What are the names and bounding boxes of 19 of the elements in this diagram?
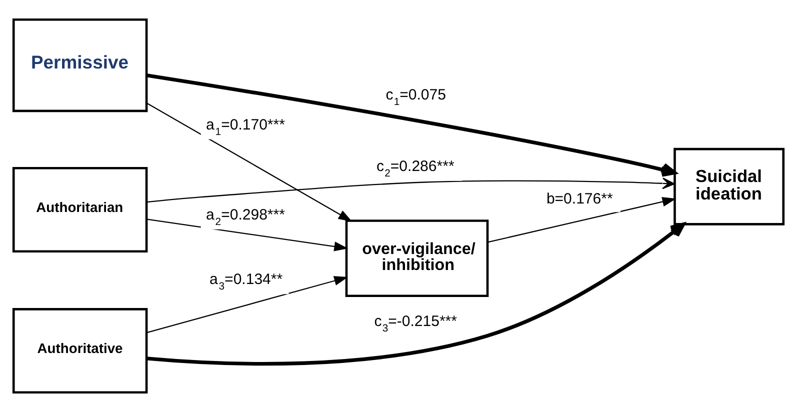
edge-label: c$_{1}$=0.075 xyxy=(386,86,446,108)
edge-label: c$_{3}$=-0.215*** xyxy=(374,312,457,334)
node-box: Authoritative xyxy=(12,308,148,394)
arrow xyxy=(146,222,685,366)
arrow xyxy=(146,177,675,202)
arrow xyxy=(146,102,352,222)
arrow xyxy=(488,196,676,242)
node-box: Suicidal ideation xyxy=(674,147,785,225)
arrow xyxy=(146,276,348,333)
node-box: Permissive xyxy=(12,18,148,112)
node-box: over-vigilance/ inhibition xyxy=(345,219,489,297)
edge-label: a$_{3}$=0.134** xyxy=(210,270,283,292)
edge-label: a$_{1}$=0.170*** xyxy=(206,116,285,138)
arrow xyxy=(146,72,676,176)
arrow xyxy=(146,218,348,251)
edge-label: c$_{2}$=0.286*** xyxy=(376,157,454,179)
edge-label: b=0.176** xyxy=(546,190,613,207)
edge-label: a$_{2}$=0.298*** xyxy=(206,206,285,228)
node-box: Authoritarian xyxy=(12,166,148,252)
